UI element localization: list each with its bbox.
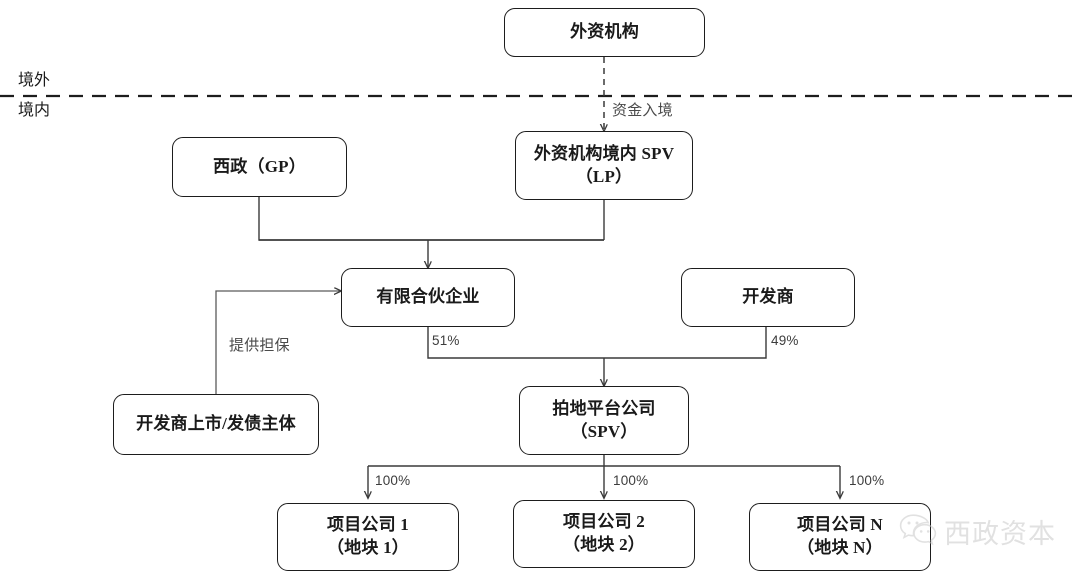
node-limited-partnership[interactable]: 有限合伙企业: [341, 268, 515, 327]
node-project-1-line2: （地块 1）: [327, 538, 409, 557]
node-developer[interactable]: 开发商: [681, 268, 855, 327]
node-project-n-line2: （地块 N）: [797, 538, 883, 557]
node-domestic-spv[interactable]: 外资机构境内 SPV （LP）: [515, 131, 693, 200]
node-project-1-line1: 项目公司 1: [327, 515, 409, 535]
node-project-2-line2: （地块 2）: [563, 535, 645, 554]
edge-label-lp-share: 51%: [432, 333, 460, 348]
node-project-2[interactable]: 项目公司 2 （地块 2）: [513, 500, 695, 568]
node-bidding-platform-line2: （SPV）: [570, 421, 638, 441]
node-developer-listed-line1: 开发商上市/发债主体: [136, 414, 296, 434]
node-project-2-line1: 项目公司 2: [563, 512, 645, 532]
edge-developer-to-platform: [604, 327, 767, 359]
edge-label-project-1-share: 100%: [375, 473, 411, 488]
node-domestic-spv-line1: 外资机构境内 SPV: [533, 143, 675, 163]
node-bidding-platform-line1: 拍地平台公司: [552, 398, 656, 418]
edge-label-developer-share: 49%: [771, 333, 799, 348]
node-xizheng-gp[interactable]: 西政（GP）: [172, 137, 347, 197]
node-foreign-institution-line1: 外资机构: [570, 22, 639, 42]
edge-label-provide-guarantee: 提供担保: [229, 338, 290, 354]
node-developer-line1: 开发商: [742, 287, 794, 307]
label-onshore: 境内: [18, 102, 51, 119]
label-offshore: 境外: [18, 72, 51, 89]
edge-partnership-to-platform: [427, 327, 604, 359]
edge-platform-bus: [368, 455, 840, 467]
node-foreign-institution[interactable]: 外资机构: [504, 8, 705, 57]
node-xizheng-gp-line1: 西政（GP）: [213, 156, 306, 176]
edge-label-project-2-share: 100%: [613, 473, 649, 488]
node-project-n-line1: 项目公司 N: [797, 515, 883, 535]
edge-gp-to-partnership: [258, 197, 604, 241]
node-project-n[interactable]: 项目公司 N （地块 N）: [749, 503, 931, 571]
edge-label-fund-inbound: 资金入境: [612, 103, 673, 119]
edge-guarantee: [215, 291, 341, 394]
node-developer-listed[interactable]: 开发商上市/发债主体: [113, 394, 319, 455]
edge-label-project-n-share: 100%: [849, 473, 885, 488]
node-domestic-spv-line2: （LP）: [575, 166, 633, 186]
node-limited-partnership-line1: 有限合伙企业: [376, 287, 480, 307]
node-project-1[interactable]: 项目公司 1 （地块 1）: [277, 503, 459, 571]
node-bidding-platform[interactable]: 拍地平台公司 （SPV）: [519, 386, 689, 455]
